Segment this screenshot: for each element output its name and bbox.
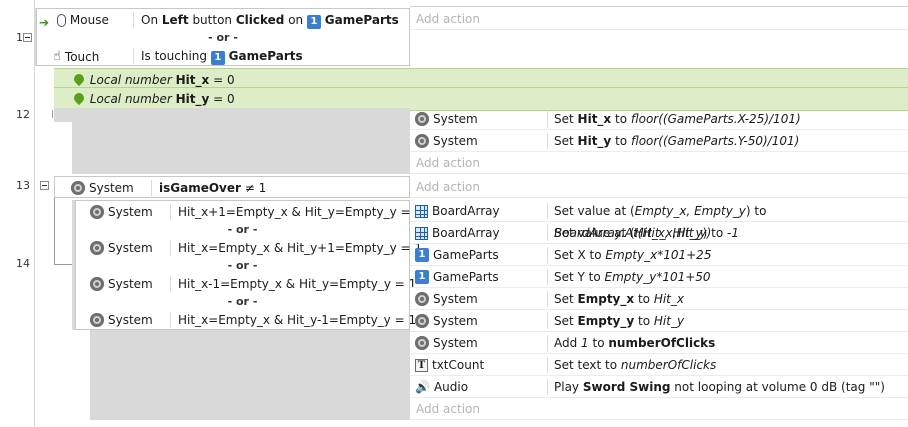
system-gear-icon (415, 112, 429, 126)
trigger-arrow-icon: ➔ (39, 15, 50, 30)
condition-mouse-click[interactable]: ➔ Mouse On Left button Clicked on 1 Game… (39, 9, 399, 31)
system-gear-icon (71, 181, 85, 195)
condition-row[interactable]: System Hit_x+1=Empty_x & Hit_y=Empty_y =… (90, 201, 422, 223)
local-variable-hit-y[interactable]: Local number Hit_y = 0 (54, 87, 908, 111)
mouse-icon (56, 13, 66, 27)
add-action-12[interactable]: Add action (410, 152, 908, 174)
system-gear-icon (90, 313, 104, 327)
event-14-indent (90, 330, 410, 420)
add-action-13[interactable]: Add action (410, 176, 908, 198)
action-row[interactable]: System Add 1 to numberOfClicks (410, 332, 908, 354)
condition-touch[interactable]: ☝ Touch Is touching 1 GameParts (53, 45, 303, 68)
condition-row[interactable]: System Hit_x=Empty_x & Hit_y+1=Empty_y =… (90, 237, 422, 259)
collapse-toggle-13[interactable] (40, 181, 49, 190)
or-separator: - or - (227, 223, 258, 236)
action-row[interactable]: 🔊Audio Play Sword Swing not looping at v… (410, 376, 908, 398)
condition-text: On Left button Clicked on 1 GameParts (141, 13, 399, 29)
family-badge-icon: 1 (210, 51, 225, 65)
array-grid-icon (415, 226, 428, 240)
family-badge-icon: 1 (306, 15, 321, 29)
system-gear-icon (90, 241, 104, 255)
system-gear-icon (415, 336, 429, 350)
or-separator: - or - (227, 259, 258, 272)
action-row[interactable]: System Set Hit_y to floor((GameParts.Y-5… (410, 130, 908, 152)
condition-text: Is touching 1 GameParts (141, 49, 303, 65)
add-action-14[interactable]: Add action (410, 398, 908, 420)
collapse-toggle-11[interactable] (23, 33, 32, 42)
system-gear-icon (415, 134, 429, 148)
event-12-indent (72, 122, 410, 174)
or-separator: - or - (227, 295, 258, 308)
action-row[interactable]: System Set Empty_x to Hit_x (410, 288, 908, 310)
action-row[interactable]: BoardArray Set value at (Empty_x, Empty_… (410, 200, 908, 240)
system-gear-icon (415, 314, 429, 328)
family-badge-icon: 1 (415, 270, 429, 284)
action-row[interactable]: System Set Empty_y to Hit_y (410, 310, 908, 332)
touch-icon: ☝ (53, 49, 61, 64)
action-row[interactable]: BoardArray Set value at (Hit_x, Hit_y) t… (410, 222, 908, 244)
event-11-conditions[interactable]: ➔ Mouse On Left button Clicked on 1 Game… (36, 8, 410, 66)
event-14-conditions[interactable]: System Hit_x+1=Empty_x & Hit_y=Empty_y =… (75, 200, 422, 331)
condition-row[interactable]: System Hit_x=Empty_x & Hit_y-1=Empty_y =… (90, 309, 416, 331)
action-row[interactable]: System Set Hit_x to floor((GameParts.X-2… (410, 108, 908, 130)
previous-event-tail (410, 0, 908, 7)
speaker-icon: 🔊 (415, 380, 430, 394)
event-number-12: 12 (16, 108, 30, 121)
local-variable-pin-icon (71, 71, 87, 87)
local-variable-pin-icon (71, 90, 87, 106)
array-grid-icon (415, 204, 428, 218)
event-number-14: 14 (16, 257, 30, 270)
add-action-11[interactable]: Add action (410, 8, 908, 30)
condition-object: Mouse (56, 9, 109, 31)
system-gear-icon (90, 277, 104, 291)
event-number-13: 13 (16, 179, 30, 192)
family-badge-icon: 1 (415, 248, 429, 262)
gutter-divider (34, 0, 35, 427)
condition-object: ☝ Touch (53, 46, 99, 68)
event-12-blank-condition[interactable] (54, 108, 410, 122)
or-separator: - or - (208, 31, 238, 44)
text-object-icon: T (415, 358, 428, 372)
system-gear-icon (415, 292, 429, 306)
condition-row[interactable]: System Hit_x-1=Empty_x & Hit_y=Empty_y =… (90, 273, 416, 295)
system-gear-icon (90, 205, 104, 219)
event-13-condition[interactable]: System isGameOver ≠ 1 (54, 176, 410, 198)
